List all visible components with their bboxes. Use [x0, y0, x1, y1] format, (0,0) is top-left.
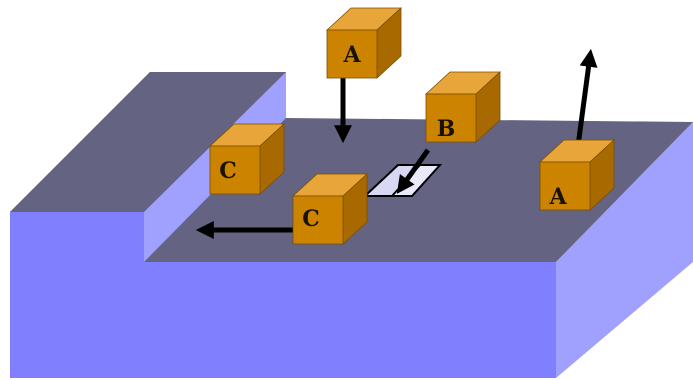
cube-front-face [425, 93, 477, 143]
slab-right-face [556, 122, 693, 378]
cube-a-desorb: A [538, 139, 616, 211]
cube-label: A [548, 184, 567, 210]
cube-front-face [539, 161, 591, 211]
cube-a-top: A [325, 7, 403, 79]
cube-c-terrace: C [291, 173, 369, 245]
cube-label: C [302, 206, 320, 232]
arrow-up-icon [575, 48, 598, 147]
cube-label: A [342, 42, 361, 68]
vacancy-outline [364, 164, 443, 197]
cube-front-face [292, 195, 344, 245]
cube-label: B [437, 116, 456, 142]
cube-label: C [219, 158, 237, 184]
cube-front-face [326, 29, 378, 79]
step-front [10, 212, 144, 262]
cube-c-step: C [208, 123, 286, 195]
arrow-diagonal-icon [396, 148, 431, 194]
upper-terrace-top [10, 72, 286, 212]
cube-front-face [209, 145, 261, 195]
vacancy-left-cell [365, 165, 420, 196]
substrate [10, 72, 693, 378]
cube-b: B [424, 71, 502, 143]
